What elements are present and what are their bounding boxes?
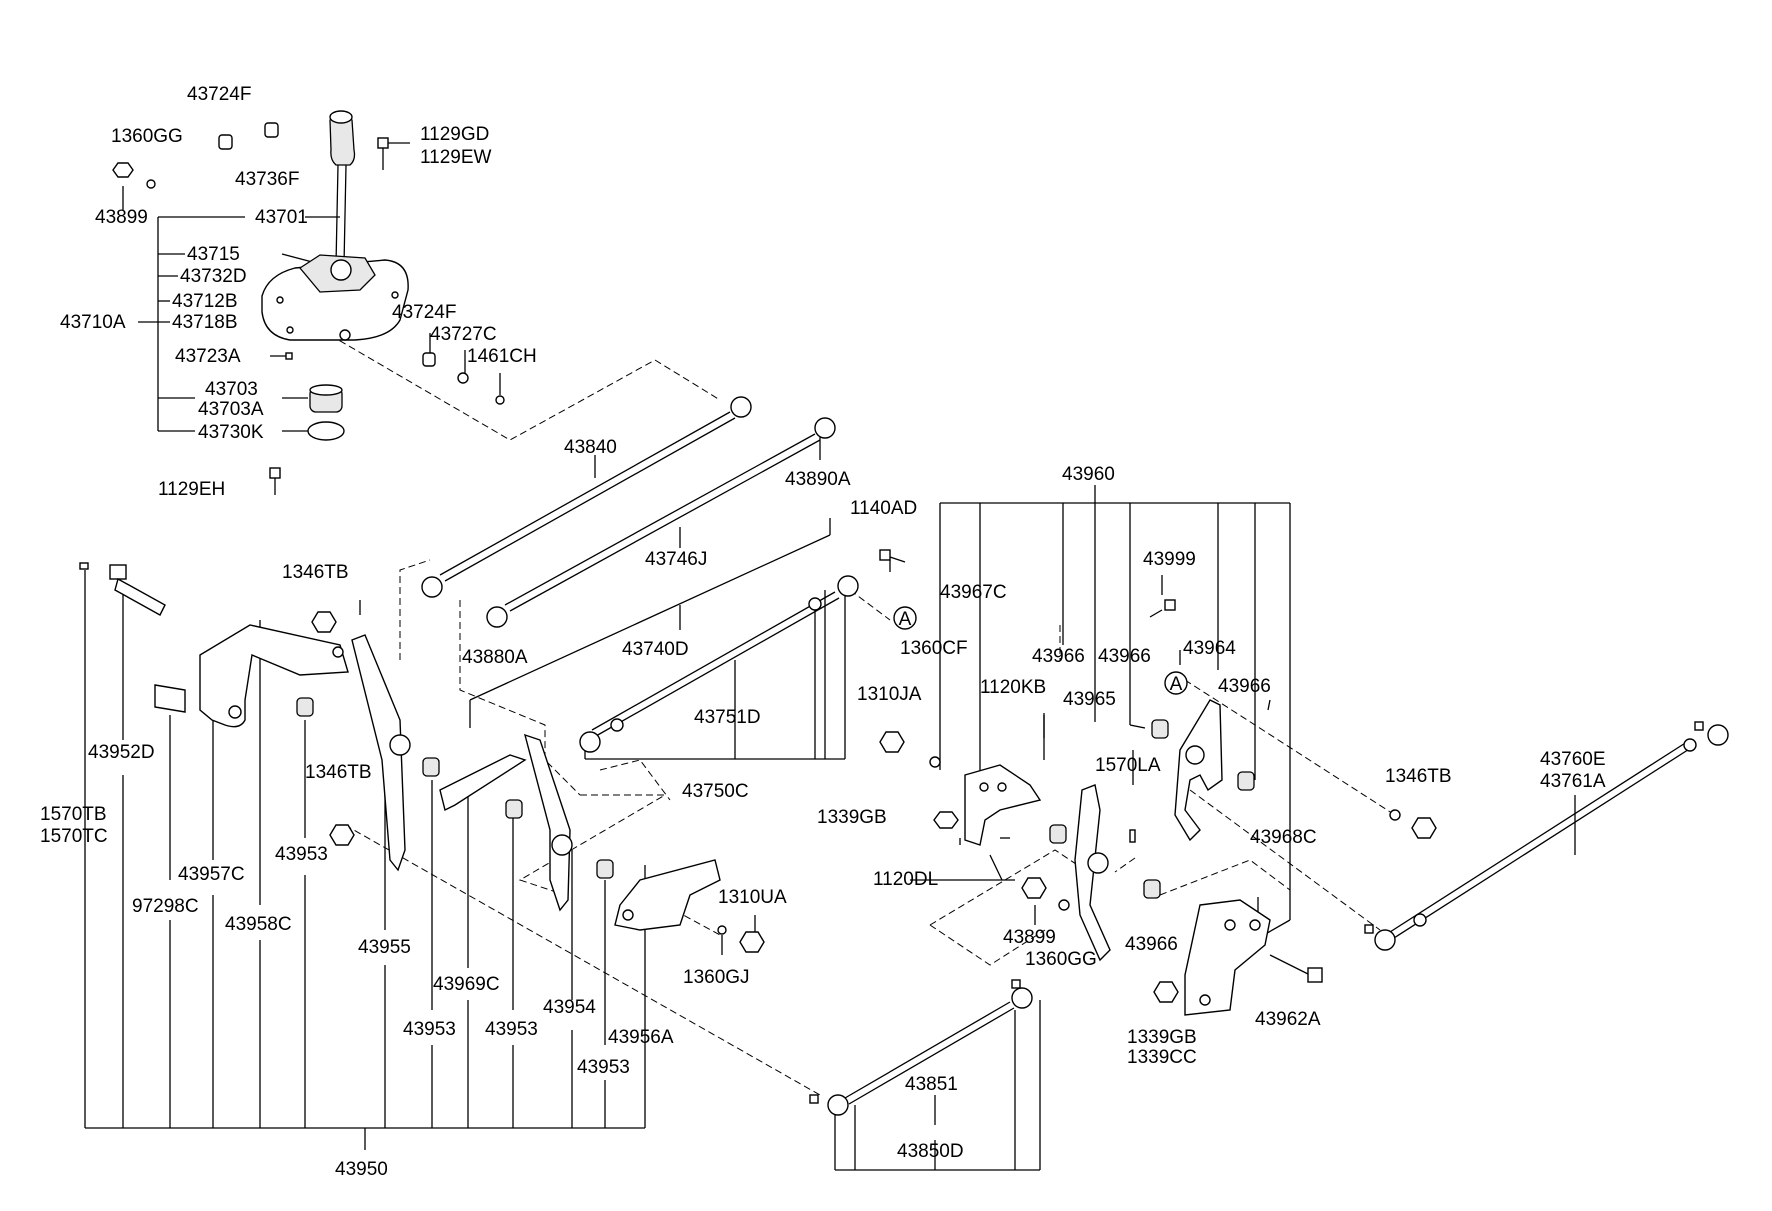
part-label: 1129GD: [420, 124, 489, 145]
part-label: 43968C: [1250, 827, 1317, 848]
part-label: 1570TB: [40, 804, 107, 825]
part-label: 43955: [358, 937, 411, 958]
part-label: 43957C: [178, 864, 245, 885]
part-label: 43969C: [433, 974, 500, 995]
part-label: 43958C: [225, 914, 292, 935]
part-label: 1339GB: [1127, 1027, 1197, 1048]
part-label: 43724F: [392, 302, 456, 323]
part-label: 1346TB: [1385, 766, 1452, 787]
part-label: 1570TC: [40, 826, 108, 847]
part-label: 43840: [564, 437, 617, 458]
part-label: 43960: [1062, 464, 1115, 485]
reference-label: A: [1170, 674, 1183, 695]
part-label: 43950: [335, 1159, 388, 1180]
part-label: 43966: [1125, 934, 1178, 955]
part-label: 43965: [1063, 689, 1116, 710]
right-shift-rod: [1364, 721, 1729, 951]
reference-marker-a-2: A: [1164, 671, 1188, 695]
part-label: 1120KB: [980, 677, 1046, 698]
part-label: 1339CC: [1127, 1047, 1197, 1068]
part-label: 43715: [187, 244, 240, 265]
part-label: 1360CF: [900, 638, 968, 659]
part-label: 1310JA: [857, 684, 922, 705]
part-label: 43952D: [88, 742, 155, 763]
part-label: 43999: [1143, 549, 1196, 570]
part-label: 43703A: [198, 399, 264, 420]
part-label: 43953: [403, 1019, 456, 1040]
part-label: 43966: [1218, 676, 1271, 697]
part-label: 43899: [1003, 927, 1056, 948]
part-label: 1129EW: [420, 147, 492, 168]
part-label: 1461CH: [467, 346, 537, 367]
part-label: 43701: [255, 207, 308, 228]
part-label: 1140AD: [850, 498, 917, 519]
part-label: 43736F: [235, 169, 299, 190]
part-label: 43880A: [462, 647, 528, 668]
part-label: 1360GG: [111, 126, 183, 147]
shift-lever-assembly: [112, 110, 505, 495]
part-label: 43723A: [175, 346, 241, 367]
part-label: 43964: [1183, 638, 1236, 659]
part-label: 43962A: [1255, 1009, 1321, 1030]
part-label: 43712B: [172, 291, 238, 312]
reference-label: A: [899, 609, 912, 630]
lever-bracket-right: [879, 699, 1437, 1016]
part-label: 43727C: [430, 324, 497, 345]
part-label: 43966: [1032, 646, 1085, 667]
part-label: 1346TB: [282, 562, 349, 583]
part-number-labels: 43724F 1360GG 43736F 1129GD 1129EW 43899…: [40, 84, 1606, 1180]
part-label: 43751D: [694, 707, 761, 728]
part-label: 1346TB: [305, 762, 372, 783]
part-label: 43890A: [785, 469, 851, 490]
part-label: 43730K: [198, 422, 264, 443]
part-label: 43710A: [60, 312, 126, 333]
part-label: 43724F: [187, 84, 251, 105]
part-label: 43850D: [897, 1141, 964, 1162]
part-label: 43718B: [172, 312, 238, 333]
leader-lines: [84, 142, 1576, 1171]
part-label: 1360GG: [1025, 949, 1097, 970]
part-label: 97298C: [132, 896, 199, 917]
lower-shift-rod: [809, 979, 1033, 1116]
part-label: 43760E: [1540, 749, 1606, 770]
lever-bracket-left: [79, 562, 765, 953]
part-label: 43953: [577, 1057, 630, 1078]
part-label: 43954: [543, 997, 596, 1018]
part-label: 43966: [1098, 646, 1151, 667]
part-label: 43750C: [682, 781, 749, 802]
part-label: 1129EH: [158, 479, 225, 500]
part-label: 43703: [205, 379, 258, 400]
part-label: 43967C: [940, 582, 1007, 603]
part-label: 43740D: [622, 639, 689, 660]
part-label: 1310UA: [718, 887, 787, 908]
shift-rods-upper: [421, 396, 1176, 753]
part-label: 1570LA: [1095, 755, 1161, 776]
reference-marker-a-1: A: [893, 606, 917, 630]
part-label: 43956A: [608, 1027, 674, 1048]
part-label: 1120DL: [873, 869, 938, 890]
part-label: 43899: [95, 207, 148, 228]
part-label: 1339GB: [817, 807, 887, 828]
part-label: 43732D: [180, 266, 247, 287]
part-label: 43953: [275, 844, 328, 865]
part-label: 43761A: [1540, 771, 1606, 792]
part-label: 43953: [485, 1019, 538, 1040]
part-label: 43851: [905, 1074, 958, 1095]
part-label: 1360GJ: [683, 967, 750, 988]
part-label: 43746J: [645, 549, 707, 570]
